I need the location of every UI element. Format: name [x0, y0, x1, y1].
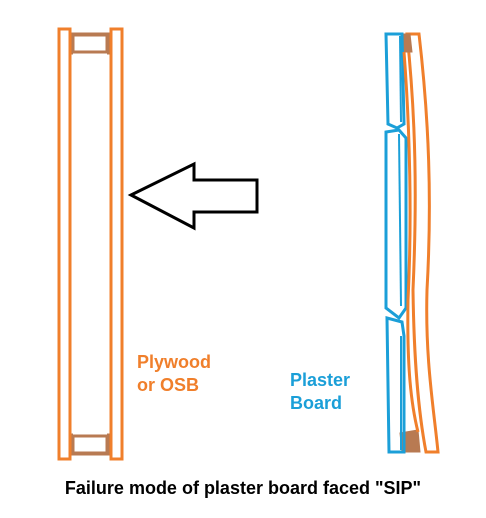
plaster-label-line1: Plaster — [290, 370, 351, 390]
left-arrow-icon — [127, 161, 259, 231]
osb-top-stud-inner — [71, 33, 109, 54]
plaster-board-segment-top — [384, 32, 406, 130]
plywood-label-line2: or OSB — [137, 375, 200, 395]
plaster-panel-orange-facing — [405, 32, 440, 454]
plaster-board-segment-bottom — [385, 316, 406, 454]
plaster-panel-stud-edge — [402, 51, 420, 433]
osb-core — [73, 35, 107, 453]
plywood-label: Plywood or OSB — [137, 351, 211, 397]
osb-right-facing — [109, 27, 124, 461]
plaster-board-inner-middle — [398, 133, 402, 307]
osb-left-facing — [57, 27, 72, 461]
plywood-label-line1: Plywood — [137, 352, 212, 372]
plaster-panel — [384, 32, 440, 454]
osb-bottom-stud-inner — [71, 434, 109, 455]
plaster-label-line2: Board — [290, 393, 343, 413]
osb-panel — [57, 27, 124, 461]
plaster-label: Plaster Board — [290, 369, 350, 415]
plaster-board-inner-top — [399, 35, 402, 123]
figure-caption: Failure mode of plaster board faced "SIP… — [64, 478, 422, 498]
plaster-board-segment-middle — [384, 128, 408, 321]
